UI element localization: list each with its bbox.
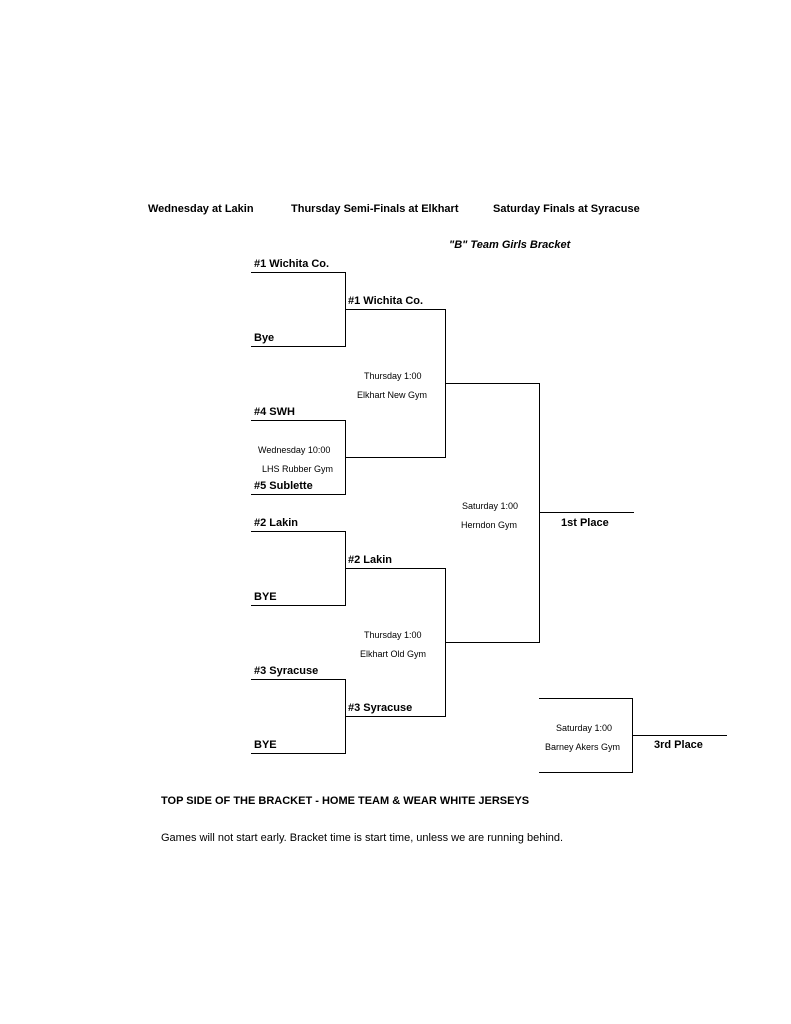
first-place-label: 1st Place	[561, 517, 609, 529]
sf-team-wichita-co: #1 Wichita Co.	[348, 295, 424, 307]
team-bye-2: BYE	[254, 591, 277, 603]
third-venue: Barney Akers Gym	[545, 742, 621, 752]
team-swh: #4 SWH	[254, 406, 295, 418]
team-bye-1: Bye	[254, 332, 275, 344]
third-time: Saturday 1:00	[556, 723, 613, 733]
team-syracuse: #3 Syracuse	[254, 665, 319, 677]
sf-bottom-venue: Elkhart Old Gym	[360, 649, 427, 659]
sf-top-time: Thursday 1:00	[364, 371, 422, 381]
team-sublette: #5 Sublette	[254, 480, 313, 492]
team-bye-3: BYE	[254, 739, 277, 751]
team-wichita-co: #1 Wichita Co.	[254, 258, 330, 270]
sf-team-syracuse: #3 Syracuse	[348, 702, 413, 714]
r1-game-venue: LHS Rubber Gym	[262, 464, 334, 474]
sf-team-lakin: #2 Lakin	[348, 554, 393, 566]
team-lakin: #2 Lakin	[254, 517, 299, 529]
header-wednesday: Wednesday at Lakin	[148, 203, 254, 215]
sf-top-venue: Elkhart New Gym	[357, 390, 428, 400]
third-place-label: 3rd Place	[654, 739, 703, 751]
header-saturday: Saturday Finals at Syracuse	[493, 203, 640, 215]
bracket-title: "B" Team Girls Bracket	[449, 239, 571, 251]
r1-game-time: Wednesday 10:00	[258, 445, 331, 455]
final-time: Saturday 1:00	[462, 501, 519, 511]
final-venue: Herndon Gym	[461, 520, 518, 530]
note-home-team: TOP SIDE OF THE BRACKET - HOME TEAM & WE…	[161, 795, 530, 807]
header-thursday: Thursday Semi-Finals at Elkhart	[291, 203, 459, 215]
sf-bottom-time: Thursday 1:00	[364, 630, 422, 640]
note-start-time: Games will not start early. Bracket time…	[161, 832, 564, 844]
